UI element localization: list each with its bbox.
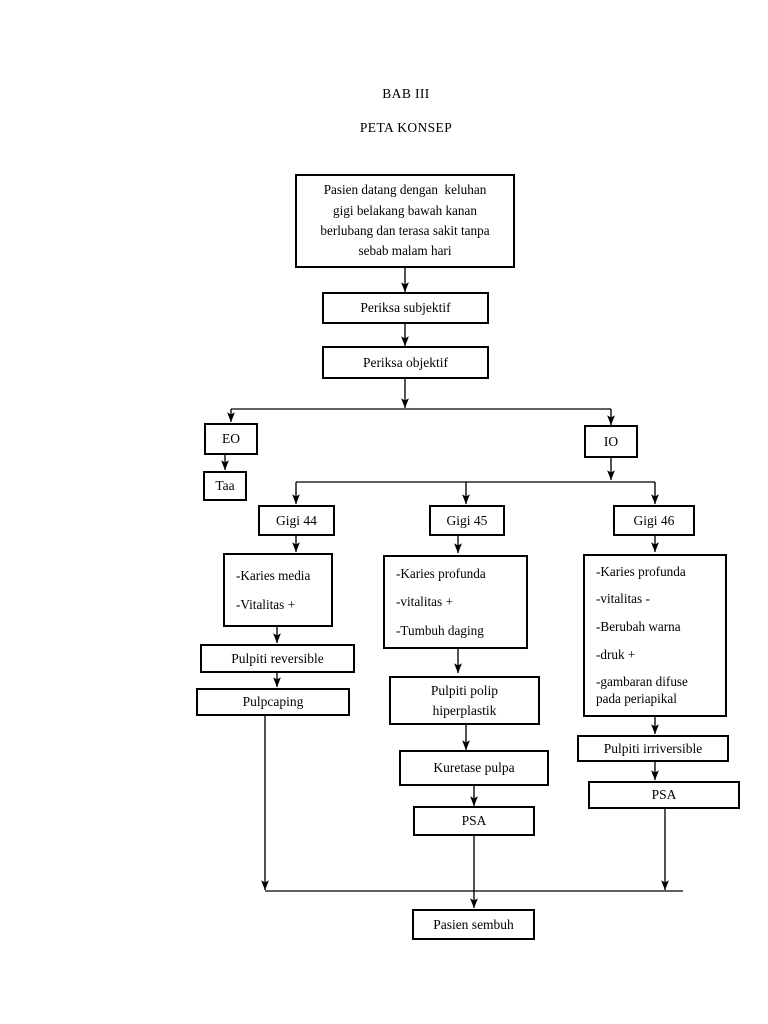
- node-findings-44[interactable]: -Karies media -Vitalitas +: [223, 553, 333, 627]
- node-findings-45[interactable]: -Karies profunda -vitalitas + -Tumbuh da…: [383, 555, 528, 649]
- node-treatment-45-psa[interactable]: PSA: [413, 806, 535, 836]
- node-tooth-45[interactable]: Gigi 45: [429, 505, 505, 536]
- tooth-44-label: Gigi 44: [276, 512, 317, 528]
- findings-44-line-2: -Vitalitas +: [236, 596, 296, 612]
- findings-46-line-5: -gambaran difuse pada periapikal: [596, 674, 688, 706]
- node-io[interactable]: IO: [584, 425, 638, 458]
- complaint-line-3: berlubang dan terasa sakit tanpa: [320, 223, 490, 238]
- tooth-45-label: Gigi 45: [446, 512, 488, 528]
- findings-46-line-2: -vitalitas -: [596, 591, 650, 607]
- complaint-line-4: sebab malam hari: [358, 243, 452, 259]
- diagnosis-45-line-1: Pulpiti polip: [430, 682, 499, 698]
- node-treatment-45-kuretase[interactable]: Kuretase pulpa: [399, 750, 549, 786]
- eo-label: EO: [222, 431, 240, 447]
- diagnosis-45-line-2: hiperplastik: [432, 702, 497, 718]
- node-complaint[interactable]: Pasien datang dengan keluhan gigi belaka…: [295, 174, 515, 268]
- findings-44-line-1: -Karies media: [236, 567, 311, 583]
- node-findings-46[interactable]: -Karies profunda -vitalitas - -Berubah w…: [583, 554, 727, 717]
- subjective-exam-label: Periksa subjektif: [360, 300, 451, 316]
- node-diagnosis-44[interactable]: Pulpiti reversible: [200, 644, 355, 673]
- findings-45-line-3: -Tumbuh daging: [396, 622, 484, 638]
- treatment-45-kuretase-label: Kuretase pulpa: [433, 760, 515, 776]
- page-title: BAB III: [382, 86, 430, 101]
- objective-exam-label: Periksa objektif: [362, 354, 449, 370]
- node-diagnosis-46[interactable]: Pulpiti irriversible: [577, 735, 729, 762]
- findings-46-line-1: -Karies profunda: [596, 563, 686, 579]
- node-tooth-44[interactable]: Gigi 44: [258, 505, 335, 536]
- node-subjective-exam[interactable]: Periksa subjektif: [322, 292, 489, 324]
- tooth-46-label: Gigi 46: [633, 512, 675, 528]
- page-subtitle: PETA KONSEP: [359, 120, 453, 135]
- node-objective-exam[interactable]: Periksa objektif: [322, 346, 489, 379]
- node-diagnosis-45[interactable]: Pulpiti polip hiperplastik: [389, 676, 540, 725]
- node-tooth-46[interactable]: Gigi 46: [613, 505, 695, 536]
- io-label: IO: [603, 433, 619, 449]
- findings-46-line-3: -Berubah warna: [596, 619, 681, 634]
- outcome-label: Pasien sembuh: [433, 916, 514, 932]
- node-treatment-44[interactable]: Pulpcaping: [196, 688, 350, 716]
- node-taa[interactable]: Taa: [203, 471, 247, 501]
- node-treatment-46[interactable]: PSA: [588, 781, 740, 809]
- treatment-46-label: PSA: [651, 787, 677, 803]
- taa-label: Taa: [215, 478, 235, 494]
- node-eo[interactable]: EO: [204, 423, 258, 455]
- findings-46-line-4: -druk +: [596, 646, 636, 662]
- findings-45-line-1: -Karies profunda: [396, 565, 486, 581]
- node-outcome[interactable]: Pasien sembuh: [412, 909, 535, 940]
- treatment-44-label: Pulpcaping: [242, 694, 304, 710]
- diagnosis-46-label: Pulpiti irriversible: [603, 740, 703, 756]
- complaint-line-2: gigi belakang bawah kanan: [333, 202, 477, 218]
- diagnosis-44-label: Pulpiti reversible: [231, 650, 324, 666]
- findings-45-line-2: -vitalitas +: [396, 594, 453, 610]
- treatment-45-psa-label: PSA: [461, 813, 487, 829]
- complaint-line-1: Pasien datang dengan keluhan: [323, 182, 487, 198]
